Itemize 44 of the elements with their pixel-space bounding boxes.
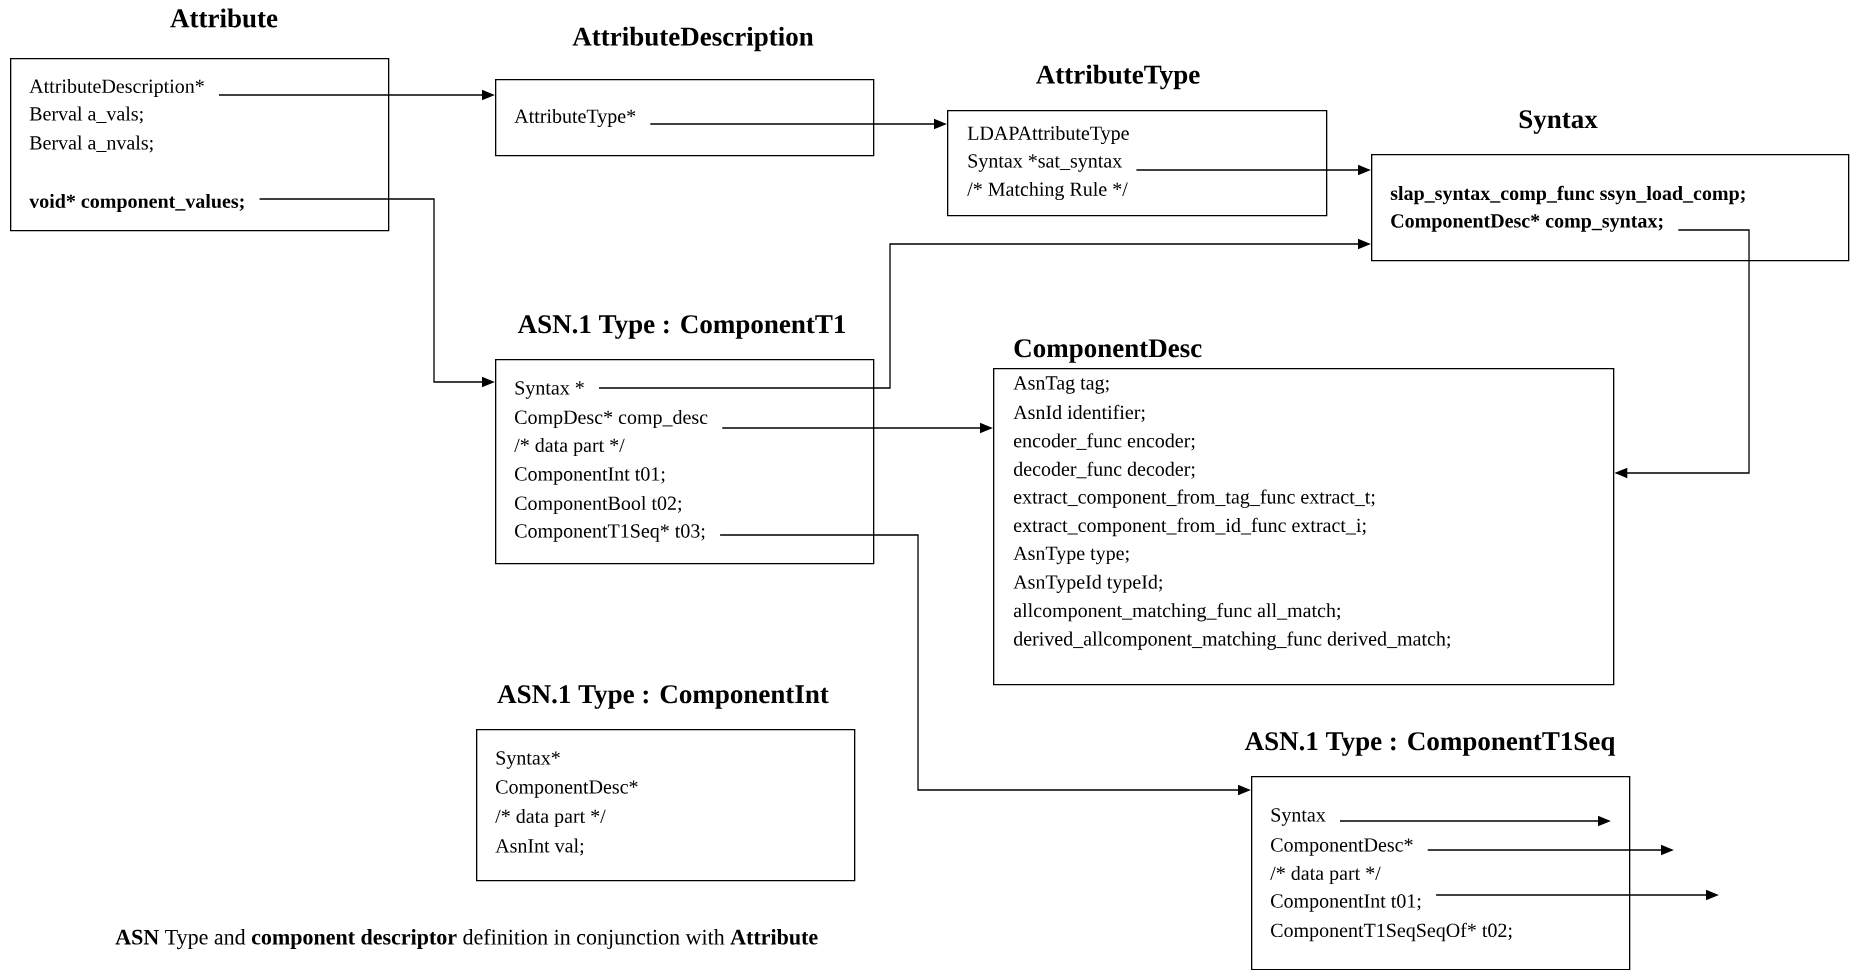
box-heading: AttributeType xyxy=(1036,64,1200,90)
box-heading: ComponentDesc xyxy=(1014,339,1202,363)
field-line: ComponentInt t01; xyxy=(515,467,665,485)
field-line: ComponentT1SeqSeqOf* t02; xyxy=(1271,922,1512,942)
box-heading: ASN.1 Type : ComponentT1Seq xyxy=(1244,732,1616,756)
field-line: AsnType type; xyxy=(1013,546,1129,565)
field-line: CompDesc* comp_desc xyxy=(515,409,708,429)
field-line: AttributeDescription* xyxy=(29,78,204,98)
field-line: void* component_values; xyxy=(29,193,244,213)
field-line: extract_component_from_id_func extract_i; xyxy=(1014,517,1366,537)
field-line: Berval a_vals; xyxy=(29,106,143,124)
field-line: AsnInt val; xyxy=(495,838,584,856)
caption: ASN Type and component descriptor definition in conjunction with Attribute xyxy=(115,928,818,950)
field-line: ComponentDesc* xyxy=(1271,838,1413,856)
box-heading: ASN.1 Type : ComponentInt xyxy=(497,685,829,709)
field-line: /* data part */ xyxy=(495,808,606,828)
box-heading: ASN.1 Type : ComponentT1 xyxy=(517,315,845,339)
field-line: ComponentInt t01; xyxy=(1271,894,1421,912)
field-line: Syntax * xyxy=(515,381,584,399)
field-line: Syntax *sat_syntax xyxy=(968,154,1122,172)
field-line: ComponentT1Seq* t03; xyxy=(515,524,705,542)
field-line: ComponentDesc* comp_syntax; xyxy=(1391,214,1663,232)
field-line: slap_syntax_comp_func ssyn_load_comp; xyxy=(1390,185,1745,205)
field-line: AsnTypeId typeId; xyxy=(1013,574,1162,593)
field-line: extract_component_from_tag_func extract_t; xyxy=(1014,489,1375,508)
field-line: Berval a_nvals; xyxy=(29,135,153,153)
field-line: allcomponent_matching_func all_match; xyxy=(1013,603,1340,622)
field-line: encoder_func encoder; xyxy=(1014,433,1195,451)
field-line: /* data part */ xyxy=(1270,865,1381,885)
field-line: AsnTag tag; xyxy=(1013,376,1109,394)
field-line: /* data part */ xyxy=(514,437,625,457)
field-line: AttributeType* xyxy=(514,108,636,128)
field-line: ComponentBool t02; xyxy=(515,495,682,515)
field-line: /* Matching Rule */ xyxy=(967,181,1128,201)
box-heading: AttributeDescription xyxy=(572,26,814,52)
field-line: Syntax* xyxy=(496,751,560,769)
box-heading: Attribute xyxy=(170,8,278,28)
field-line: AsnId identifier; xyxy=(1013,404,1145,422)
box-heading: Syntax xyxy=(1519,110,1598,134)
field-line: derived_allcomponent_matching_func derived_match; xyxy=(1013,631,1450,650)
field-line: ComponentDesc* xyxy=(496,780,638,798)
field-line: decoder_func decoder; xyxy=(1013,461,1195,479)
field-line: Syntax xyxy=(1271,808,1326,826)
field-line: LDAPAttributeType xyxy=(967,125,1129,145)
